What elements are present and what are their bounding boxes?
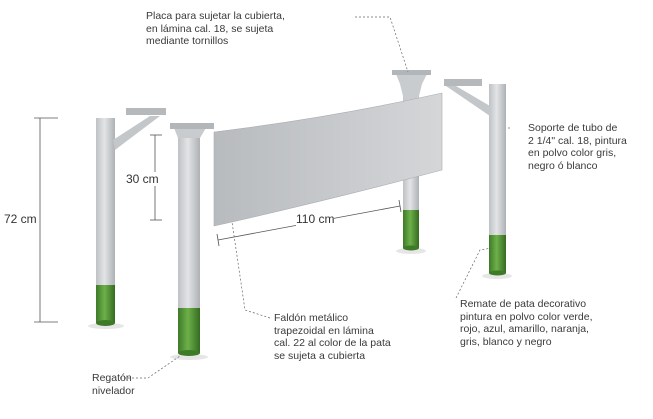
leg-cap-green	[178, 308, 200, 353]
floor-shadow	[396, 248, 426, 254]
floor-shadow	[482, 273, 512, 279]
leg-front-left	[96, 108, 166, 326]
height-dimension-label: 72 cm	[4, 212, 37, 226]
metal-skirt-panel	[213, 92, 443, 227]
leg-right	[444, 79, 506, 276]
leg-cap-green	[403, 210, 419, 248]
leg-cap-label: Remate de pata decorativo pintura en pol…	[460, 298, 593, 348]
leveler-label: Regatón nivelador	[92, 372, 135, 397]
metal-skirt-label: Faldón metálico trapezoidal en lámina ca…	[274, 312, 391, 362]
leg-cap-green	[96, 285, 115, 323]
leg-back-right	[392, 70, 431, 251]
floor-shadow	[170, 354, 208, 360]
support-tube-label: Soporte de tubo de 2 1/4" cal. 18, pintu…	[528, 122, 627, 172]
skirt-width-dimension-label: 110 cm	[296, 212, 335, 226]
leader-lines	[120, 16, 510, 379]
top-plate-label: Placa para sujetar la cubierta, en lámin…	[146, 10, 285, 47]
leg-front-middle	[170, 123, 214, 356]
floor-shadow	[88, 323, 124, 329]
skirt-height-dimension-label: 30 cm	[126, 172, 159, 186]
leg-cap-green	[489, 235, 506, 273]
